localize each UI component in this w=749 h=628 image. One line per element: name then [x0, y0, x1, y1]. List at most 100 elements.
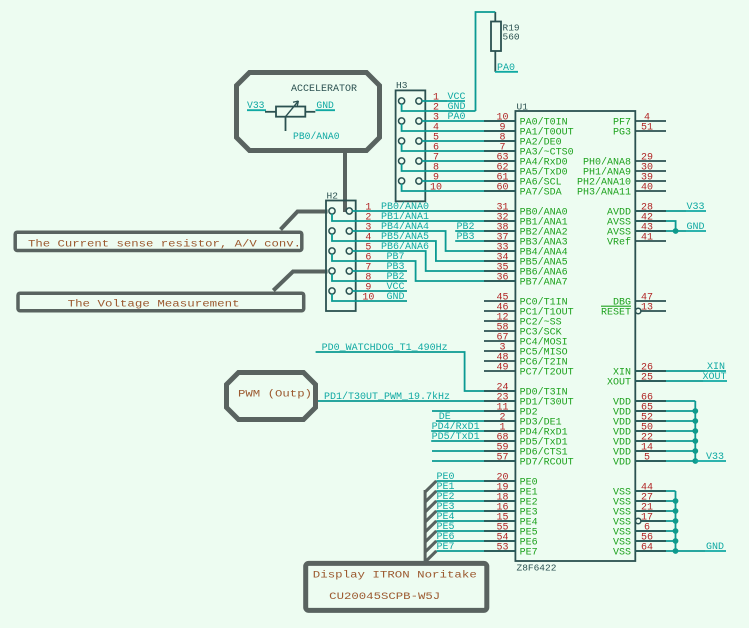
svg-text:9: 9 [365, 283, 371, 294]
svg-text:37: 37 [496, 233, 508, 244]
svg-text:PA0: PA0 [497, 63, 515, 74]
svg-text:PD2: PD2 [520, 408, 538, 419]
svg-text:3: 3 [499, 343, 505, 354]
svg-text:68: 68 [496, 433, 508, 444]
svg-text:560: 560 [503, 32, 520, 43]
svg-text:3: 3 [365, 223, 371, 234]
svg-text:46: 46 [496, 303, 508, 314]
svg-text:10: 10 [496, 113, 508, 124]
svg-text:2: 2 [499, 413, 505, 424]
svg-text:PB2/ANA2: PB2/ANA2 [520, 227, 568, 239]
svg-text:PE1: PE1 [520, 488, 538, 499]
svg-text:10: 10 [430, 183, 442, 194]
svg-text:18: 18 [496, 493, 508, 504]
svg-text:54: 54 [496, 533, 508, 544]
svg-text:4: 4 [433, 123, 439, 134]
svg-text:32: 32 [496, 213, 508, 224]
svg-text:PE1: PE1 [437, 482, 455, 493]
svg-text:42: 42 [641, 213, 653, 224]
svg-text:XIN: XIN [613, 368, 631, 379]
svg-text:AVSS: AVSS [607, 228, 631, 239]
svg-text:PB4/ANA4: PB4/ANA4 [520, 247, 568, 259]
svg-text:PB7/ANA7: PB7/ANA7 [520, 277, 568, 289]
svg-text:1: 1 [499, 423, 505, 434]
svg-text:PC5/MISO: PC5/MISO [520, 347, 568, 359]
svg-text:63: 63 [496, 153, 508, 164]
svg-text:The Current sense resistor, A/: The Current sense resistor, A/V conv. [28, 239, 301, 251]
svg-text:3: 3 [433, 113, 439, 124]
svg-text:49: 49 [496, 363, 508, 374]
svg-text:61: 61 [496, 173, 508, 184]
svg-text:PC2/~SS: PC2/~SS [520, 317, 562, 329]
svg-text:VDD: VDD [613, 448, 631, 459]
svg-text:H3: H3 [396, 80, 408, 91]
svg-text:55: 55 [496, 523, 508, 534]
svg-text:VCC: VCC [448, 92, 466, 103]
svg-text:PA0: PA0 [448, 112, 466, 123]
svg-text:51: 51 [641, 123, 653, 134]
svg-text:41: 41 [641, 233, 653, 244]
svg-text:21: 21 [641, 503, 653, 514]
svg-text:PD5/TxD1: PD5/TxD1 [432, 431, 480, 443]
svg-text:38: 38 [496, 223, 508, 234]
svg-text:PA6/SCL: PA6/SCL [520, 177, 562, 189]
svg-text:PB6/ANA6: PB6/ANA6 [381, 241, 429, 253]
svg-text:VSS: VSS [613, 548, 631, 559]
svg-text:PA5/TxD0: PA5/TxD0 [520, 167, 568, 179]
svg-text:1: 1 [433, 93, 439, 104]
svg-text:6: 6 [433, 143, 439, 154]
svg-text:PE6: PE6 [437, 532, 455, 543]
svg-text:R19: R19 [503, 23, 520, 34]
svg-text:30: 30 [641, 163, 653, 174]
svg-text:VSS: VSS [613, 518, 631, 529]
svg-text:14: 14 [641, 443, 653, 454]
svg-text:PE5: PE5 [520, 528, 538, 539]
svg-text:ACCELERATOR: ACCELERATOR [291, 84, 357, 95]
svg-text:66: 66 [641, 393, 653, 404]
svg-text:33: 33 [496, 243, 508, 254]
svg-text:20: 20 [496, 473, 508, 484]
svg-text:4: 4 [644, 113, 650, 124]
svg-text:AVSS: AVSS [607, 218, 631, 229]
svg-text:H2: H2 [327, 191, 339, 202]
svg-text:PD1/T30UT: PD1/T30UT [520, 397, 574, 409]
svg-text:9: 9 [499, 123, 505, 134]
svg-text:58: 58 [496, 323, 508, 334]
svg-text:PD7/RCOUT: PD7/RCOUT [520, 457, 574, 469]
svg-text:PB4/ANA4: PB4/ANA4 [381, 221, 429, 233]
svg-text:PB2: PB2 [387, 272, 405, 283]
svg-text:VSS: VSS [613, 538, 631, 549]
svg-text:PE4: PE4 [437, 512, 455, 523]
svg-text:PD5/TxD1: PD5/TxD1 [520, 437, 568, 449]
svg-text:VDD: VDD [613, 398, 631, 409]
svg-text:28: 28 [641, 203, 653, 214]
svg-text:PH3/ANA11: PH3/ANA11 [577, 187, 631, 199]
svg-text:PB0/ANA0: PB0/ANA0 [520, 207, 568, 219]
svg-text:PA7/SDA: PA7/SDA [520, 187, 562, 199]
svg-text:PE2: PE2 [437, 492, 455, 503]
svg-text:PD6/CTS1: PD6/CTS1 [520, 447, 568, 459]
svg-text:PB6/ANA6: PB6/ANA6 [520, 267, 568, 279]
svg-text:PB1/ANA1: PB1/ANA1 [520, 217, 568, 229]
svg-text:10: 10 [362, 293, 374, 304]
svg-text:PC3/SCK: PC3/SCK [520, 327, 562, 339]
svg-text:PB1/ANA1: PB1/ANA1 [381, 211, 429, 223]
svg-text:8: 8 [499, 133, 505, 144]
svg-text:53: 53 [496, 543, 508, 554]
svg-text:PB3: PB3 [457, 232, 475, 243]
svg-text:V33: V33 [247, 100, 265, 111]
svg-text:PE7: PE7 [437, 542, 455, 553]
svg-text:59: 59 [496, 443, 508, 454]
svg-text:GND: GND [448, 102, 466, 113]
svg-text:DE: DE [439, 412, 451, 423]
svg-text:PA2/DE0: PA2/DE0 [520, 137, 562, 149]
svg-text:U1: U1 [517, 102, 529, 113]
svg-text:34: 34 [496, 253, 508, 264]
svg-text:XOUT: XOUT [607, 378, 631, 389]
svg-text:PE6: PE6 [520, 538, 538, 549]
svg-text:CU20045SCPB-W5J: CU20045SCPB-W5J [329, 592, 440, 603]
svg-text:VCC: VCC [387, 282, 405, 293]
svg-text:26: 26 [641, 363, 653, 374]
svg-text:39: 39 [641, 173, 653, 184]
svg-text:PC1/T1OUT: PC1/T1OUT [520, 307, 574, 319]
